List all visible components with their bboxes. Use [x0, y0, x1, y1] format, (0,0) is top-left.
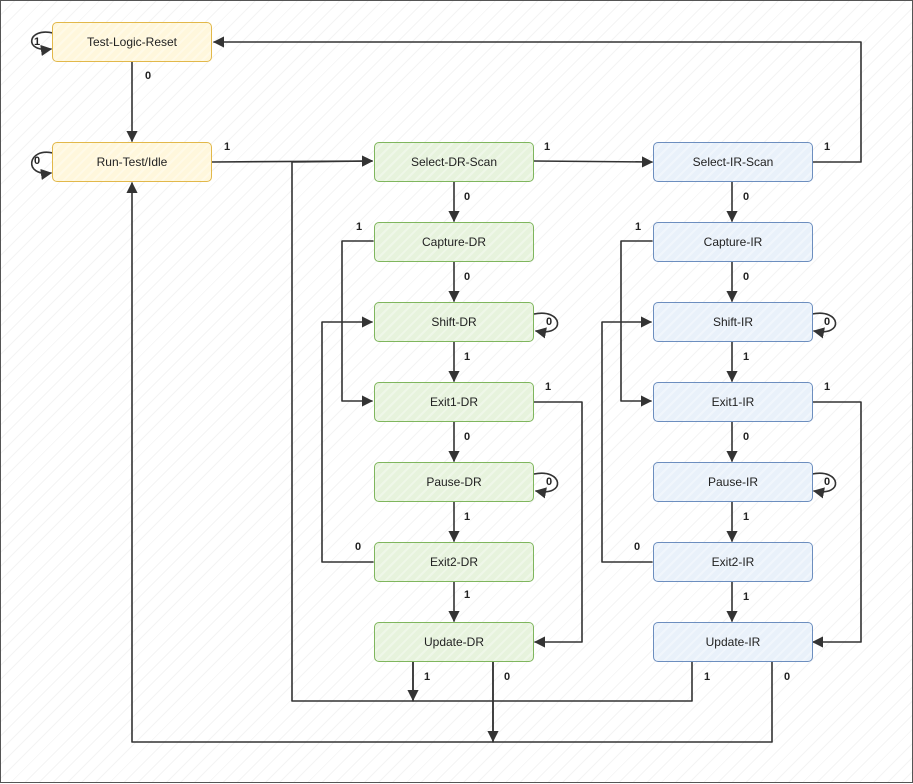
- state-pause-dr[interactable]: Pause-DR: [374, 462, 534, 502]
- edge-label: 0: [355, 541, 362, 553]
- edge-pause-ir-self: [811, 472, 837, 499]
- edge-label: 1: [743, 591, 750, 603]
- state-label: Update-IR: [705, 635, 761, 649]
- state-label: Select-IR-Scan: [692, 155, 774, 169]
- state-pause-ir[interactable]: Pause-IR: [653, 462, 813, 502]
- state-label: Shift-IR: [712, 315, 753, 329]
- edge-exit2-dr-to-shift-dr: [321, 316, 374, 563]
- edge-label: 1: [464, 351, 471, 363]
- state-select-ir-scan[interactable]: Select-IR-Scan: [653, 142, 813, 182]
- state-label: Exit2-IR: [711, 555, 755, 569]
- edge-label: 0: [464, 431, 471, 443]
- edge-label: 1: [743, 351, 750, 363]
- state-label: Exit2-DR: [429, 555, 478, 569]
- state-test-logic-reset[interactable]: Test-Logic-Reset: [52, 22, 212, 62]
- edge-label: 1: [544, 141, 551, 153]
- edge-label: 0: [145, 70, 152, 82]
- edge-capture-dr-to-exit1-dr: [341, 240, 374, 407]
- edge-pause-dr-self: [533, 472, 559, 499]
- edge-label: 0: [743, 431, 750, 443]
- state-update-dr[interactable]: Update-DR: [374, 622, 534, 662]
- state-label: Test-Logic-Reset: [86, 35, 178, 49]
- state-label: Pause-IR: [707, 475, 759, 489]
- edge-update-ir-to-rti-branch: [492, 661, 773, 743]
- state-label: Run-Test/Idle: [96, 155, 168, 169]
- state-exit2-dr[interactable]: Exit2-DR: [374, 542, 534, 582]
- edge-label: 0: [824, 316, 831, 328]
- edge-label: 1: [824, 141, 831, 153]
- edge-label: 0: [634, 541, 641, 553]
- edge-label: 1: [743, 511, 750, 523]
- edge-label: 0: [546, 316, 553, 328]
- edge-label: 1: [224, 141, 231, 153]
- state-label: Exit1-IR: [711, 395, 755, 409]
- edge-tlr-self: [30, 31, 54, 56]
- edge-label: 1: [464, 589, 471, 601]
- edge-label: 1: [545, 381, 552, 393]
- edge-label: 1: [424, 671, 431, 683]
- edge-exit1-ir-to-update-ir: [811, 401, 862, 648]
- edge-label: 0: [743, 191, 750, 203]
- edge-exit1-dr-to-update-dr: [533, 401, 583, 648]
- edge-shift-ir-self: [811, 312, 837, 339]
- state-update-ir[interactable]: Update-IR: [653, 622, 813, 662]
- edge-select-dr-to-select-ir: [532, 156, 654, 168]
- edge-label: 0: [546, 476, 553, 488]
- state-label: Update-DR: [423, 635, 485, 649]
- state-exit1-dr[interactable]: Exit1-DR: [374, 382, 534, 422]
- state-capture-dr[interactable]: Capture-DR: [374, 222, 534, 262]
- edge-rti-self: [30, 151, 54, 180]
- edge-label: 0: [464, 271, 471, 283]
- edge-label: 0: [824, 476, 831, 488]
- state-capture-ir[interactable]: Capture-IR: [653, 222, 813, 262]
- edge-label: 0: [504, 671, 511, 683]
- state-label: Pause-DR: [426, 475, 482, 489]
- edge-label: 1: [34, 36, 41, 48]
- edge-label: 0: [784, 671, 791, 683]
- state-shift-dr[interactable]: Shift-DR: [374, 302, 534, 342]
- state-run-test-idle[interactable]: Run-Test/Idle: [52, 142, 212, 182]
- state-label: Exit1-DR: [429, 395, 478, 409]
- edge-shift-dr-self: [533, 312, 559, 339]
- edge-label: 0: [464, 191, 471, 203]
- edge-label: 1: [704, 671, 711, 683]
- edge-label: 0: [34, 155, 41, 167]
- state-label: Capture-DR: [421, 235, 487, 249]
- state-shift-ir[interactable]: Shift-IR: [653, 302, 813, 342]
- edge-label: 1: [356, 221, 363, 233]
- edge-label: 1: [464, 511, 471, 523]
- state-label: Select-DR-Scan: [410, 155, 498, 169]
- edge-label: 0: [743, 271, 750, 283]
- edge-select-ir-to-tlr: [212, 36, 862, 163]
- edge-label: 1: [824, 381, 831, 393]
- state-select-dr-scan[interactable]: Select-DR-Scan: [374, 142, 534, 182]
- edge-capture-ir-to-exit1-ir: [620, 240, 653, 407]
- state-exit2-ir[interactable]: Exit2-IR: [653, 542, 813, 582]
- edge-label: 1: [635, 221, 642, 233]
- state-label: Shift-DR: [431, 315, 477, 329]
- edge-exit2-ir-to-shift-ir: [601, 316, 653, 563]
- edge-update-ir-to-select-dr-branch: [412, 661, 693, 702]
- state-exit1-ir[interactable]: Exit1-IR: [653, 382, 813, 422]
- state-label: Capture-IR: [703, 235, 763, 249]
